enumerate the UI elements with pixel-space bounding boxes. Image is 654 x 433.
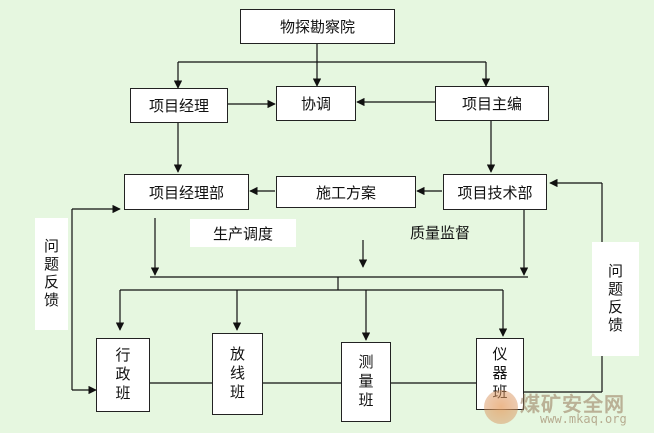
node-admin-team: 行政班 bbox=[96, 338, 150, 412]
label-production-dispatch: 生产调度 bbox=[190, 219, 296, 247]
node-tech-department-label: 项目技术部 bbox=[457, 183, 533, 202]
node-project-manager: 项目经理 bbox=[130, 88, 228, 123]
node-top-institute-label: 物探勘察院 bbox=[279, 18, 355, 36]
node-construction-plan-label: 施工方案 bbox=[315, 183, 376, 202]
node-project-manager-label: 项目经理 bbox=[148, 97, 209, 115]
node-chief-editor: 项目主编 bbox=[435, 86, 549, 121]
label-feedback-left-text: 问题反馈 bbox=[42, 238, 60, 310]
label-quality-supervision-text: 质量监督 bbox=[410, 224, 471, 242]
node-tech-department: 项目技术部 bbox=[443, 174, 547, 210]
node-instrument-team-label: 仪器班 bbox=[490, 345, 509, 403]
watermark-text-en: www.mkaq.org bbox=[540, 412, 627, 426]
node-top-institute: 物探勘察院 bbox=[240, 9, 395, 44]
node-pm-department-label: 项目经理部 bbox=[148, 183, 224, 202]
node-survey-line-team-label: 放线班 bbox=[228, 345, 246, 403]
label-quality-supervision: 质量监督 bbox=[410, 222, 470, 243]
node-pm-department: 项目经理部 bbox=[124, 174, 249, 210]
node-construction-plan: 施工方案 bbox=[276, 176, 416, 208]
label-production-dispatch-text: 生产调度 bbox=[212, 224, 273, 243]
node-coordination: 协调 bbox=[276, 86, 356, 121]
node-admin-team-label: 行政班 bbox=[113, 346, 132, 404]
label-feedback-left: 问题反馈 bbox=[35, 218, 68, 330]
watermark: 煤矿安全网 www.mkaq.org bbox=[484, 386, 654, 432]
label-feedback-right: 问题反馈 bbox=[592, 242, 639, 356]
watermark-logo-icon bbox=[484, 390, 518, 424]
watermark-text-cn: 煤矿安全网 bbox=[520, 392, 625, 416]
node-coordination-label: 协调 bbox=[300, 95, 331, 113]
node-chief-editor-label: 项目主编 bbox=[461, 95, 522, 113]
label-feedback-right-text: 问题反馈 bbox=[606, 263, 624, 335]
node-measure-team: 测量班 bbox=[341, 342, 391, 422]
node-measure-team-label: 测量班 bbox=[356, 353, 375, 411]
node-survey-line-team: 放线班 bbox=[212, 333, 263, 415]
